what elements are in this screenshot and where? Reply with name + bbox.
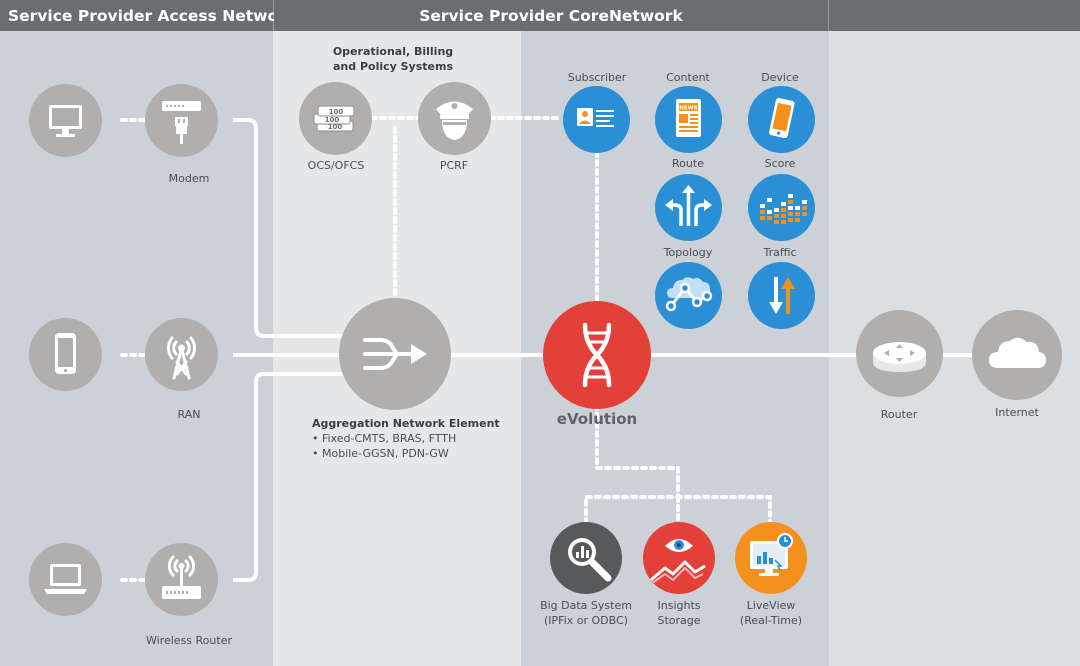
pcrf-label: PCRF bbox=[439, 159, 469, 172]
big-data-label-line1: Big Data System bbox=[540, 599, 632, 612]
ran-label: RAN bbox=[177, 408, 201, 421]
score-bars-icon bbox=[760, 194, 807, 224]
traffic-label: Traffic bbox=[763, 246, 797, 259]
wireless-router-icon bbox=[162, 555, 201, 599]
insights-node bbox=[643, 522, 715, 594]
core-network-title: Service Provider CoreNetwork bbox=[419, 7, 683, 25]
smartphone-icon bbox=[769, 98, 795, 139]
money-label-bottom: 100 bbox=[328, 123, 343, 131]
pcrf-node bbox=[418, 82, 491, 155]
up-down-traffic-icon bbox=[769, 277, 795, 314]
ocs-node: 100 100 100 bbox=[299, 82, 372, 155]
phone-node bbox=[29, 318, 102, 391]
insights-label-line2: Storage bbox=[657, 614, 701, 627]
modem-to-aggregation-line bbox=[233, 118, 350, 338]
traffic-node bbox=[748, 262, 815, 329]
access-network-header: Service Provider Access Network bbox=[0, 0, 297, 31]
evolution-to-analytics-dots bbox=[595, 403, 680, 499]
evolution-node bbox=[543, 301, 651, 409]
score-node bbox=[748, 174, 815, 241]
aggregation-node bbox=[339, 298, 451, 410]
modem-node bbox=[145, 84, 218, 157]
modem-label: Modem bbox=[168, 172, 210, 185]
laptop-icon bbox=[44, 564, 87, 594]
money-label-top: 100 bbox=[329, 108, 344, 116]
router-node bbox=[856, 310, 943, 397]
police-officer-icon bbox=[436, 101, 473, 140]
content-node: NEWS bbox=[655, 86, 722, 153]
cloud-network-icon bbox=[665, 277, 713, 312]
subscriber-node bbox=[563, 86, 630, 153]
cloud-icon bbox=[989, 337, 1046, 368]
phone-icon bbox=[55, 333, 76, 374]
merge-arrow-icon bbox=[363, 338, 427, 370]
cell-tower-icon bbox=[167, 336, 196, 380]
wireless-router-node bbox=[145, 543, 218, 616]
id-card-icon bbox=[577, 108, 614, 127]
liveview-label-line1: LiveView bbox=[746, 599, 796, 612]
aggregation-item-mobile: • Mobile-GGSN, PDN-GW bbox=[312, 447, 449, 460]
aggregation-item-fixed: • Fixed-CMTS, BRAS, FTTH bbox=[312, 432, 457, 445]
internet-label: Internet bbox=[995, 406, 1039, 419]
content-label: Content bbox=[666, 71, 710, 84]
money-label-middle: 100 bbox=[325, 116, 340, 124]
ocs-label: OCS/OFCS bbox=[307, 159, 365, 172]
desktop-node bbox=[29, 84, 102, 157]
route-node bbox=[655, 174, 722, 241]
internet-node bbox=[972, 310, 1062, 400]
insights-label-line1: Insights bbox=[657, 599, 701, 612]
desktop-icon bbox=[49, 105, 82, 137]
topology-label: Topology bbox=[663, 246, 713, 259]
wireless-router-label: Wireless Router bbox=[146, 634, 232, 647]
liveview-node bbox=[735, 522, 807, 594]
magnifier-chart-icon bbox=[568, 538, 612, 582]
route-label: Route bbox=[672, 157, 704, 170]
big-data-label-line2: (IPFix or ODBC) bbox=[544, 614, 628, 627]
liveview-label-line2: (Real-Time) bbox=[739, 614, 803, 627]
router-icon bbox=[873, 342, 926, 372]
access-network-title: Service Provider Access Network bbox=[8, 7, 297, 25]
ran-node bbox=[145, 318, 218, 391]
ops-systems-title-line2: and Policy Systems bbox=[332, 60, 454, 73]
device-node bbox=[748, 86, 815, 153]
big-data-node bbox=[550, 522, 622, 594]
dna-helix-icon bbox=[582, 322, 612, 388]
wireless-router-to-aggregation-line bbox=[233, 372, 350, 582]
topology-node bbox=[655, 262, 722, 329]
subscriber-label: Subscriber bbox=[567, 71, 627, 84]
modem-icon bbox=[162, 101, 201, 144]
route-arrows-icon bbox=[665, 185, 712, 226]
device-label: Device bbox=[761, 71, 799, 84]
news-text: NEWS bbox=[679, 106, 697, 112]
newspaper-icon: NEWS bbox=[676, 99, 701, 137]
laptop-node bbox=[29, 543, 102, 616]
evolution-label: eVolution bbox=[556, 410, 638, 428]
aggregation-title: Aggregation Network Element bbox=[312, 417, 500, 430]
router-label: Router bbox=[880, 408, 918, 421]
eye-trend-icon bbox=[650, 539, 706, 585]
ops-systems-title-line1: Operational, Billing bbox=[332, 45, 454, 58]
monitor-clock-icon bbox=[750, 533, 793, 576]
money-stack-icon: 100 100 100 bbox=[313, 105, 355, 132]
internet-header bbox=[829, 0, 1080, 31]
core-network-header: Service Provider CoreNetwork bbox=[274, 0, 829, 31]
score-label: Score bbox=[764, 157, 796, 170]
